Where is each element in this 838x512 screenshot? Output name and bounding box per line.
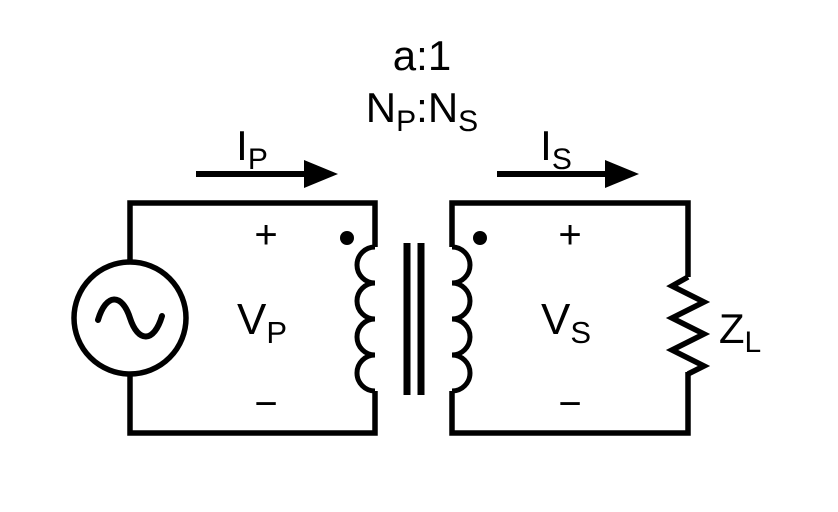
- secondary-current-subscript: S: [552, 143, 572, 176]
- turns-ratio-label: a:1: [393, 32, 451, 79]
- primary-plus-sign: +: [254, 213, 277, 257]
- secondary-minus-sign: −: [558, 382, 581, 426]
- primary-loop-wire-bottom: [127, 374, 378, 436]
- primary-current-label: IP: [236, 122, 268, 176]
- primary-voltage-label: VP: [237, 295, 287, 350]
- secondary-loop-wire-bottom: [449, 372, 691, 436]
- primary-voltage-subscript: P: [266, 315, 287, 350]
- secondary-loop-wire-top: [449, 200, 691, 277]
- secondary-voltage-symbol: V: [541, 295, 571, 344]
- primary-minus-sign: −: [254, 382, 277, 426]
- secondary-plus-sign: +: [558, 213, 581, 257]
- load-resistor-zigzag: [665, 274, 711, 377]
- primary-current-subscript: P: [248, 143, 268, 176]
- primary-current-symbol: I: [236, 122, 248, 169]
- circuit-strokes: [71, 171, 711, 436]
- turns-primary-symbol: N: [366, 84, 396, 131]
- primary-voltage-symbol: V: [237, 295, 267, 344]
- turns-label: NP:NS: [366, 84, 478, 138]
- secondary-current-arrowhead-icon: [605, 160, 639, 188]
- ac-source-sine-icon: [95, 296, 165, 340]
- ac-source-circle: [71, 259, 189, 377]
- turns-primary-subscript: P: [396, 105, 416, 138]
- load-impedance-label: ZL: [719, 305, 761, 359]
- load-impedance-subscript: L: [744, 326, 761, 359]
- primary-current-arrowhead-icon: [304, 160, 338, 188]
- secondary-current-symbol: I: [540, 122, 552, 169]
- turns-secondary-symbol: N: [428, 84, 458, 131]
- circuit-labels: a:1 NP:NS IP IS + + VP VS − − ZL: [236, 32, 761, 426]
- secondary-voltage-label: VS: [541, 295, 591, 350]
- secondary-current-label: IS: [540, 122, 572, 176]
- turns-separator: :: [416, 84, 428, 131]
- primary-winding-coil: [354, 244, 376, 394]
- load-impedance-symbol: Z: [719, 305, 745, 352]
- secondary-winding-coil: [451, 244, 473, 394]
- secondary-voltage-subscript: S: [570, 315, 591, 350]
- primary-loop-wire-top: [127, 200, 378, 262]
- turns-secondary-subscript: S: [458, 105, 478, 138]
- primary-polarity-dot-icon: [340, 231, 354, 245]
- secondary-polarity-dot-icon: [473, 231, 487, 245]
- circuit-fills: [304, 160, 639, 245]
